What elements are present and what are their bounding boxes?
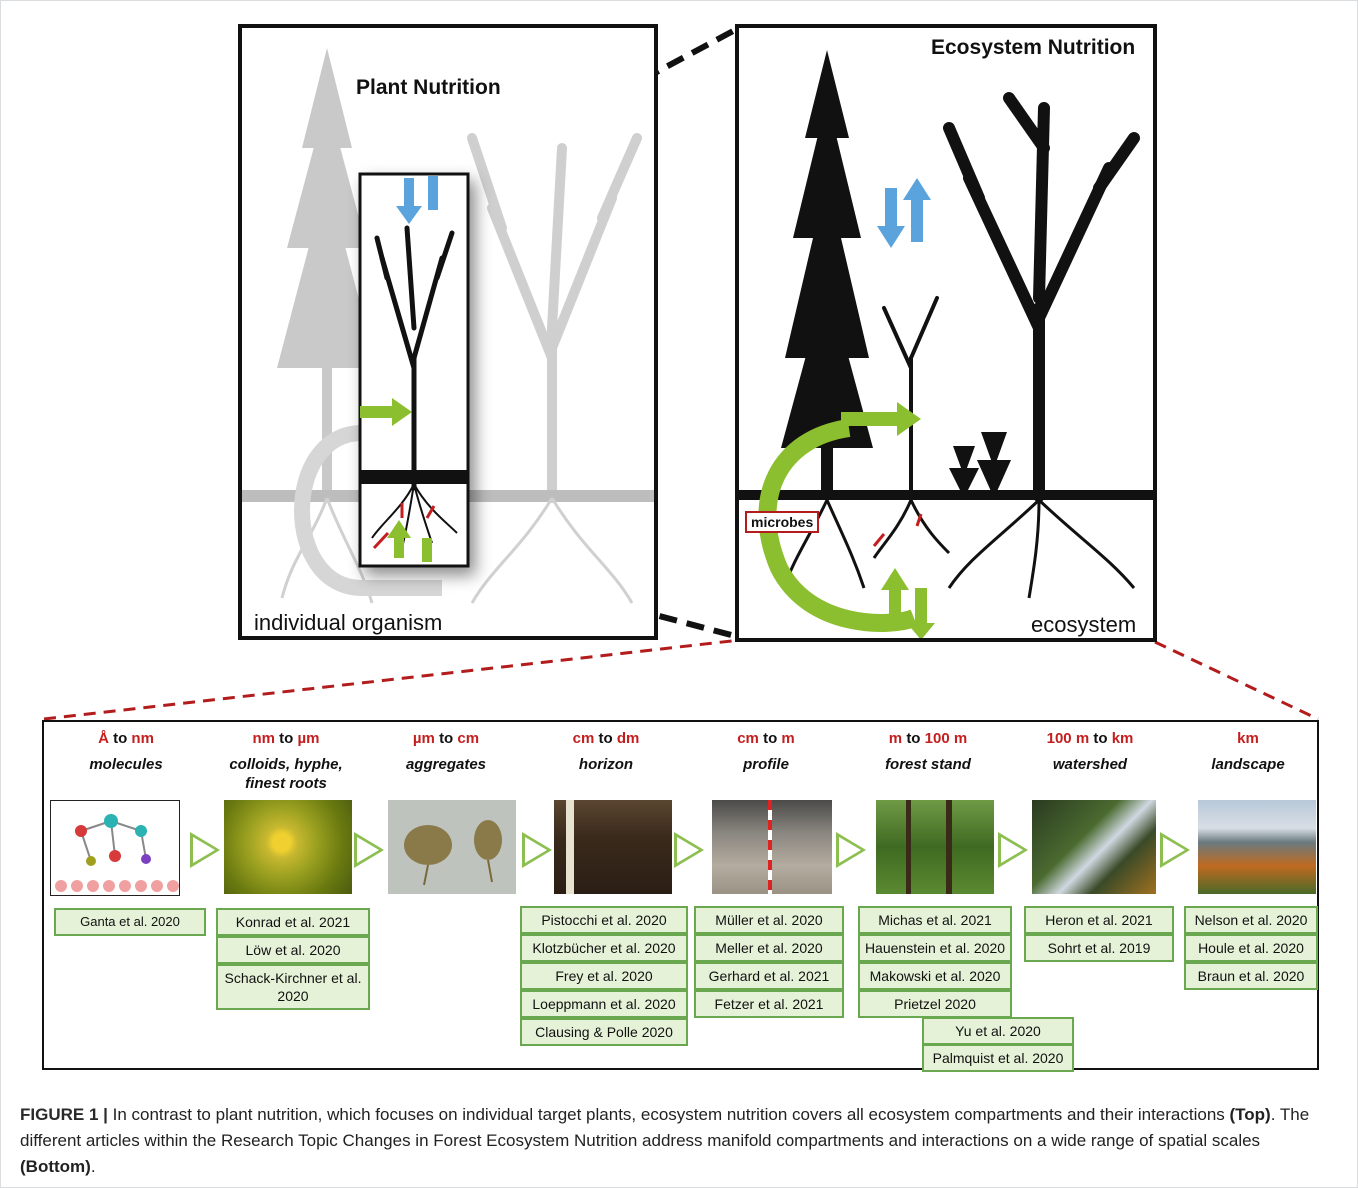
figure-caption: FIGURE 1 | In contrast to plant nutritio… xyxy=(20,1105,1310,1176)
scale-column-3: µm to cm aggregates xyxy=(405,730,487,773)
reference-box: Ganta et al. 2020 xyxy=(54,908,206,936)
scale-column-5: cm to m profile xyxy=(737,730,795,773)
figure-label: FIGURE 1 | xyxy=(20,1105,108,1124)
reference-box: Hauenstein et al. 2020 xyxy=(858,934,1012,962)
reference-box: Müller et al. 2020 xyxy=(694,906,844,934)
landscape-image xyxy=(1198,800,1316,894)
scale-column-7: 100 m to km watershed xyxy=(1046,730,1134,773)
green-vertical-arrows-icon xyxy=(881,568,935,638)
scale-column-1: Å to nm molecules xyxy=(89,730,163,773)
scale-column-8: km landscape xyxy=(1211,730,1285,773)
ecosystem-illustration xyxy=(739,50,1153,638)
reference-box: Konrad et al. 2021 xyxy=(216,908,370,936)
chevron-right-icon xyxy=(998,832,1028,868)
reference-box: Fetzer et al. 2021 xyxy=(694,990,844,1018)
chevron-right-icon xyxy=(354,832,384,868)
aggregate-image xyxy=(388,800,516,894)
individual-organism-label: individual organism xyxy=(254,610,443,635)
chevron-right-icon xyxy=(190,832,220,868)
reference-box: Clausing & Polle 2020 xyxy=(520,1018,688,1046)
faded-deciduous-tree-icon xyxy=(467,133,642,503)
reference-box: Gerhard et al. 2021 xyxy=(694,962,844,990)
ecosystem-nutrition-panel: Ecosystem Nutrition ecosystem microbes xyxy=(735,24,1157,642)
chevron-right-icon xyxy=(522,832,552,868)
molecule-image xyxy=(50,800,180,896)
reference-box: Loeppmann et al. 2020 xyxy=(520,990,688,1018)
ecosystem-label: ecosystem xyxy=(1031,612,1137,637)
ecosystem-nutrition-title: Ecosystem Nutrition xyxy=(931,36,1136,59)
red-arrows xyxy=(372,503,436,550)
reference-box: Palmquist et al. 2020 xyxy=(922,1044,1074,1072)
scale-column-6: m to 100 m forest stand xyxy=(885,730,971,773)
reference-box: Makowski et al. 2020 xyxy=(858,962,1012,990)
reference-box: Nelson et al. 2020 xyxy=(1184,906,1318,934)
red-arrows xyxy=(872,513,923,547)
deciduous-tree-icon xyxy=(943,92,1140,502)
green-arrow-icon xyxy=(360,398,432,562)
blue-arrow-icon xyxy=(396,176,438,224)
colloid-image xyxy=(224,800,352,894)
scale-column-2: nm to µm colloids, hyphe, finest roots xyxy=(229,730,343,792)
scale-column-4: cm to dm horizon xyxy=(572,730,640,773)
forest-image xyxy=(876,800,994,894)
reference-box: Pistocchi et al. 2020 xyxy=(520,906,688,934)
scales-panel: Å to nm molecules nm to µm colloids, hyp… xyxy=(42,720,1319,1072)
reference-box: Braun et al. 2020 xyxy=(1184,962,1318,990)
watershed-image xyxy=(1032,800,1156,894)
plant-nutrition-panel: Plant Nutrition individual organism xyxy=(238,24,658,640)
roots xyxy=(782,498,1136,599)
plant-nutrition-title: Plant Nutrition xyxy=(356,76,501,99)
reference-box: Sohrt et al. 2019 xyxy=(1024,934,1174,962)
microbes-label: microbes xyxy=(745,511,820,533)
reference-box: Houle et al. 2020 xyxy=(1184,934,1318,962)
small-shrubs-icon xyxy=(949,432,1011,498)
reference-box: Klotzbücher et al. 2020 xyxy=(520,934,688,962)
blue-arrows-icon xyxy=(877,178,931,248)
reference-box: Yu et al. 2020 xyxy=(922,1017,1074,1045)
plant-illustration xyxy=(242,48,654,604)
sapling-icon xyxy=(374,225,455,491)
reference-box: Schack-Kirchner et al. 2020 xyxy=(216,964,370,1010)
reference-box: Heron et al. 2021 xyxy=(1024,906,1174,934)
reference-box: Prietzel 2020 xyxy=(858,990,1012,1018)
chevron-right-icon xyxy=(674,832,704,868)
profile-image xyxy=(712,800,832,894)
horizon-image xyxy=(554,800,672,894)
chevron-right-icon xyxy=(1160,832,1190,868)
reference-box: Frey et al. 2020 xyxy=(520,962,688,990)
chevron-right-icon xyxy=(836,832,866,868)
reference-box: Michas et al. 2021 xyxy=(858,906,1012,934)
sapling-icon xyxy=(882,296,939,498)
reference-box: Meller et al. 2020 xyxy=(694,934,844,962)
reference-box: Löw et al. 2020 xyxy=(216,936,370,964)
faded-spruce-icon xyxy=(277,48,377,498)
